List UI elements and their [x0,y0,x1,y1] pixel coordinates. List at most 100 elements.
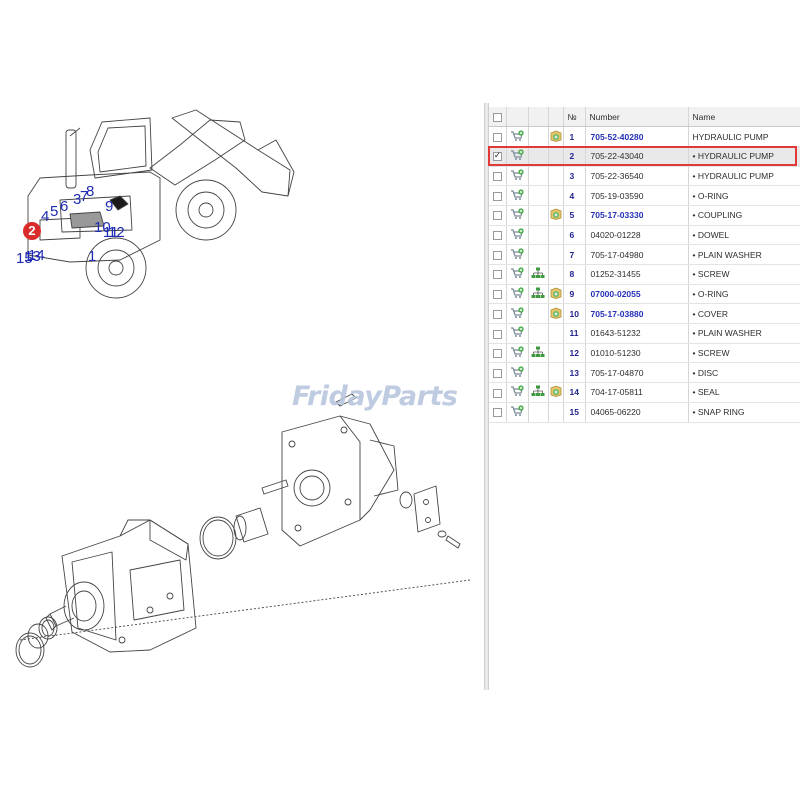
panel-splitter[interactable] [484,103,489,690]
cart-cell[interactable] [506,126,529,147]
cart-cell[interactable] [506,343,529,364]
row-checkbox[interactable] [492,368,502,378]
cart-cell[interactable] [506,303,529,325]
package-icon[interactable] [549,287,563,301]
hierarchy-icon[interactable] [531,385,545,399]
row-checkbox-cell[interactable] [489,402,507,423]
cart-add-icon[interactable] [510,228,524,242]
callout-7[interactable]: 7 [80,188,89,205]
callout-12[interactable]: 12 [108,224,125,241]
row-checkbox[interactable] [492,408,502,418]
cart-add-icon[interactable] [510,149,524,163]
row-checkbox-cell[interactable] [489,323,507,344]
row-checkbox[interactable] [492,388,502,398]
cart-add-icon[interactable] [510,129,524,144]
callout-8[interactable]: 8 [86,183,95,200]
no-column-header[interactable]: № [563,107,586,128]
hierarchy-icon[interactable] [531,267,545,281]
row-checkbox-cell[interactable] [489,284,507,305]
package-icon[interactable] [549,386,563,399]
callout-1[interactable]: 1 [88,248,97,265]
part-number[interactable]: 07000-02055 [585,284,689,305]
part-number[interactable]: 705-17-03880 [585,303,689,325]
cart-add-icon[interactable] [510,366,524,380]
cart-cell[interactable] [506,185,529,206]
package-icon[interactable] [549,130,563,144]
row-checkbox[interactable] [492,270,502,280]
row-checkbox-cell[interactable] [489,303,507,325]
callout-9[interactable]: 9 [105,198,114,215]
callout-13[interactable]: 13 [24,248,41,265]
row-checkbox[interactable] [492,231,502,241]
callout-2[interactable]: 2 [23,222,41,240]
package-icon[interactable] [549,208,563,222]
row-checkbox-cell[interactable] [489,244,507,265]
row-checkbox[interactable] [492,250,502,260]
cart-cell[interactable] [506,284,529,305]
callout-14[interactable]: 14 [28,247,45,264]
cart-add-icon[interactable] [510,248,524,262]
row-checkbox[interactable] [492,349,502,359]
cart-add-icon[interactable] [510,385,524,399]
callout-6[interactable]: 6 [60,198,69,215]
package-icon[interactable] [549,307,563,321]
callout-3[interactable]: 3 [73,191,82,208]
name-column-header[interactable]: Name [688,107,800,128]
row-checkbox[interactable] [492,309,502,319]
row-checkbox-cell[interactable] [489,126,507,147]
cart-add-icon[interactable] [510,169,524,183]
cart-add-icon[interactable] [510,346,524,360]
row-checkbox-cell[interactable] [489,382,507,403]
cart-add-icon[interactable] [510,405,524,419]
row-checkbox-cell[interactable] [489,362,507,384]
row-checkbox-cell[interactable] [489,166,507,187]
row-checkbox[interactable] [492,329,502,339]
cart-add-icon[interactable] [510,307,524,321]
cart-add-icon[interactable] [510,287,524,301]
part-number[interactable]: 705-52-40280 [585,126,689,147]
cart-cell[interactable] [506,166,529,187]
cart-cell[interactable] [506,205,529,226]
cart-add-icon[interactable] [510,188,524,203]
hierarchy-icon[interactable] [531,346,545,360]
cart-cell[interactable] [506,323,529,344]
row-checkbox[interactable] [492,211,502,221]
cart-cell[interactable] [506,264,529,285]
row-checkbox[interactable] [492,150,502,162]
cart-add-icon[interactable] [510,267,524,281]
row-checkbox-cell[interactable] [489,146,507,167]
row-checkbox[interactable] [492,172,502,182]
cart-cell[interactable] [506,225,529,246]
select-all-checkbox[interactable] [493,112,502,122]
callout-4[interactable]: 4 [41,208,50,225]
row-checkbox[interactable] [492,290,502,300]
row-checkbox-cell[interactable] [489,225,507,246]
hierarchy-icon[interactable] [531,287,545,301]
cart-cell[interactable] [506,146,529,167]
cart-cell[interactable] [506,402,529,423]
cart-add-icon[interactable] [510,326,524,340]
row-checkbox-cell[interactable] [489,205,507,226]
row-checkbox-cell[interactable] [489,185,507,206]
row-checkbox[interactable] [492,191,502,201]
cart-cell[interactable] [506,244,529,265]
callout-5[interactable]: 5 [50,203,59,220]
row-checkbox[interactable] [492,132,502,142]
number-column-header[interactable]: Number [585,107,689,128]
select-all-header[interactable] [489,107,507,128]
cart-cell[interactable] [506,362,529,384]
cart-cell[interactable] [506,382,529,403]
